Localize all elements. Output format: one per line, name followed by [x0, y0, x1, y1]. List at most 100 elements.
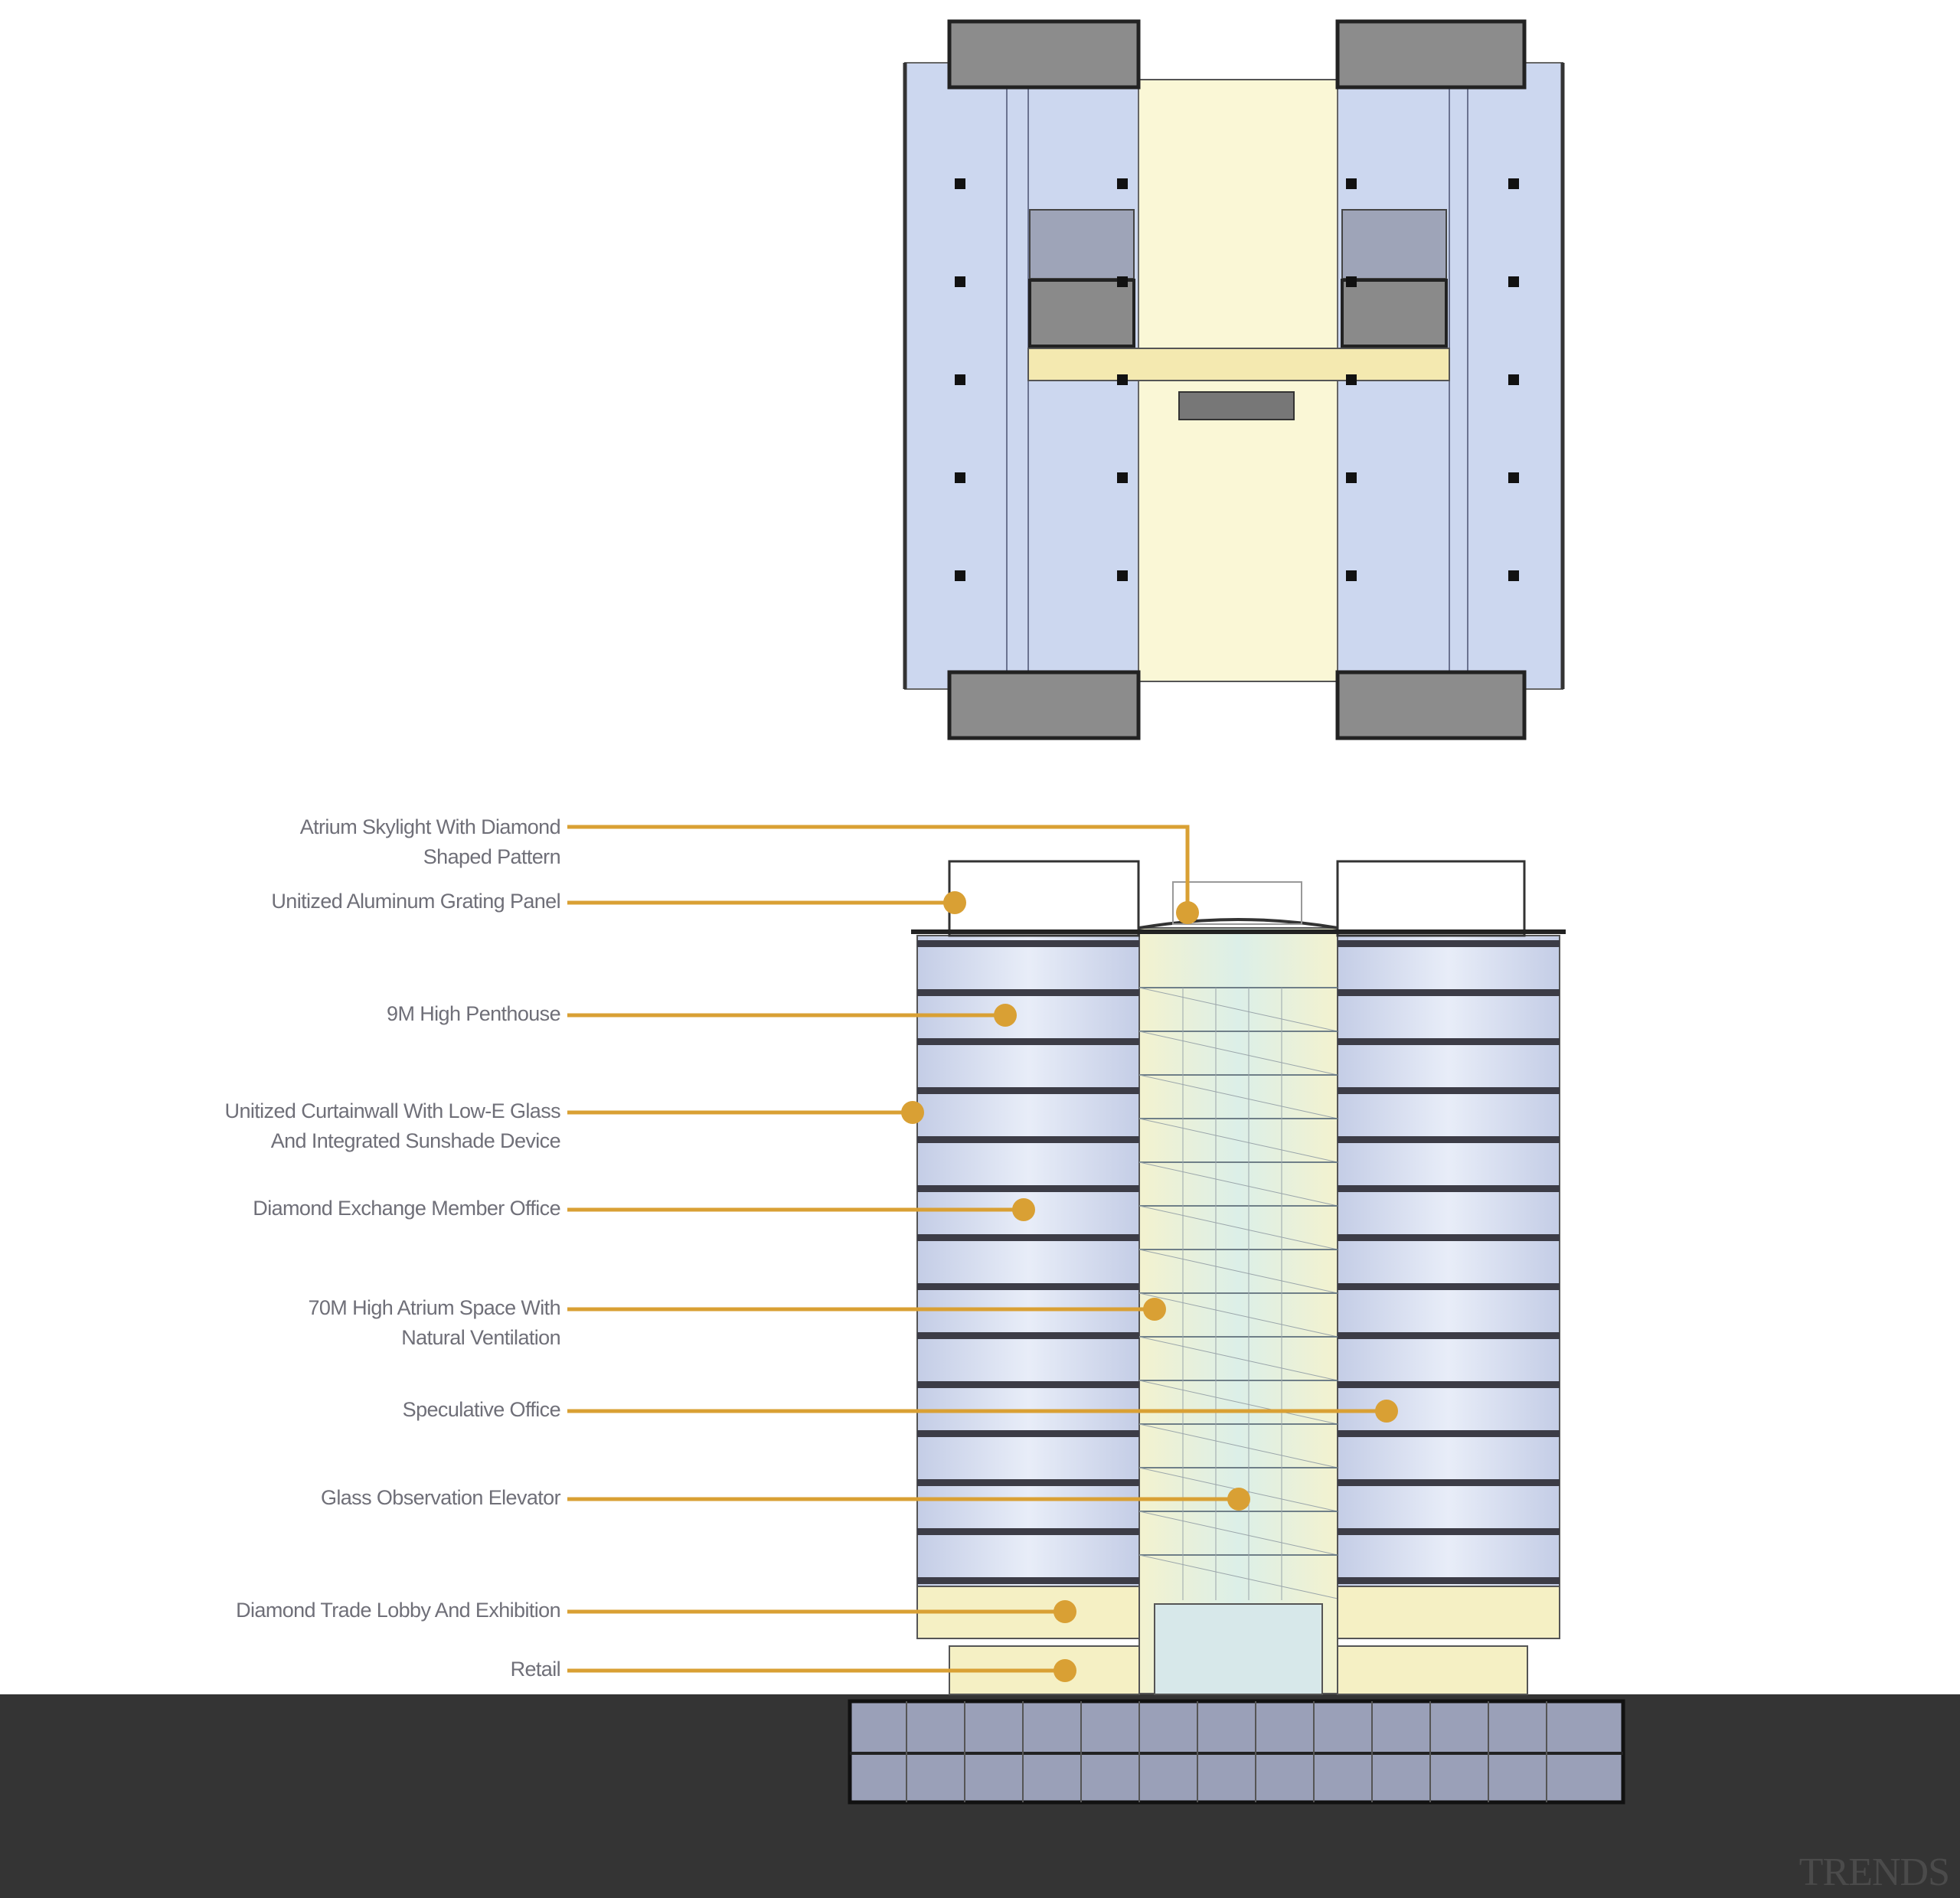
plan-core-tl: [947, 19, 1141, 90]
plan-column: [955, 472, 965, 483]
penthouse-left: [948, 860, 1140, 937]
atrium-brace: [1138, 1249, 1338, 1294]
atrium-brace: [1138, 1031, 1338, 1076]
callout-label-8: Diamond Trade Lobby And Exhibition: [236, 1599, 560, 1622]
floor-slab-left: [917, 940, 1139, 947]
parking-bays: [906, 1701, 1547, 1802]
floor-slab-left: [917, 1528, 1139, 1535]
plan-column: [1117, 570, 1128, 581]
plan-column: [1117, 178, 1128, 189]
atrium-brace: [1138, 1554, 1338, 1599]
callout-dot: [1012, 1198, 1035, 1221]
plan-column: [1117, 472, 1128, 483]
plan-column: [1508, 472, 1519, 483]
plan-stair-left: [1028, 279, 1135, 348]
floor-slab-left: [917, 1185, 1139, 1192]
plan-column: [1117, 374, 1128, 385]
atrium-brace: [1138, 1118, 1338, 1163]
exhibition-hall: [1154, 1603, 1323, 1695]
plan-column: [955, 374, 965, 385]
callout-label-9: Retail: [510, 1658, 561, 1681]
plan-column: [955, 178, 965, 189]
atrium-brace: [1138, 987, 1338, 1032]
callout-label-4: Diamond Exchange Member Office: [253, 1197, 560, 1220]
plan-core-tr: [1335, 19, 1527, 90]
lobby-right: [1337, 1586, 1560, 1639]
atrium-brace: [1138, 1380, 1338, 1425]
callout-dot: [1176, 901, 1199, 924]
callout-label-6: Speculative Office: [402, 1398, 561, 1421]
floor-slab-right: [1338, 1430, 1560, 1437]
plan-column: [955, 570, 965, 581]
plan-columns: [955, 178, 1519, 581]
floor-slab-right: [1338, 1528, 1560, 1535]
atrium-brace: [1138, 1074, 1338, 1119]
plan-column: [1508, 374, 1519, 385]
floor-slab-right: [1338, 1038, 1560, 1045]
floor-slabs: [917, 940, 1560, 1584]
plan-stair-right: [1341, 279, 1448, 348]
plan-core-bl: [947, 670, 1141, 740]
callout-dot: [1227, 1488, 1250, 1511]
floor-slab-right: [1338, 989, 1560, 996]
floor-slab-left: [917, 1234, 1139, 1241]
callout-lines: [567, 825, 1398, 1682]
plan-column: [1508, 276, 1519, 287]
floor-slab-right: [1338, 1479, 1560, 1486]
plan-column: [1508, 570, 1519, 581]
floor-slab-right: [1338, 1185, 1560, 1192]
right-office-block: [1337, 935, 1560, 1595]
atrium-brace: [1138, 1205, 1338, 1250]
floor-slab-right: [1338, 1087, 1560, 1094]
floor-slab-right: [1338, 1381, 1560, 1388]
callout-dot: [901, 1101, 924, 1124]
callout-dot: [1054, 1600, 1076, 1623]
callout-dot: [994, 1004, 1017, 1027]
floor-slab-left: [917, 1038, 1139, 1045]
floor-slab-right: [1338, 940, 1560, 947]
callout-leader: [567, 825, 1190, 913]
building-section: [0, 860, 1960, 1898]
floor-slab-left: [917, 1332, 1139, 1339]
callout-label-7: Glass Observation Elevator: [320, 1486, 561, 1509]
callout-label-2: 9M High Penthouse: [387, 1002, 561, 1025]
floor-slab-left: [917, 1136, 1139, 1143]
atrium-section: [1138, 927, 1338, 1694]
floor-slab-left: [917, 1577, 1139, 1584]
plan-column: [1508, 178, 1519, 189]
callout-label-1: Unitized Aluminum Grating Panel: [271, 890, 560, 913]
floor-slab-left: [917, 1430, 1139, 1437]
callout-dot: [943, 891, 966, 914]
plan-column: [1346, 570, 1357, 581]
floor-slab-left: [917, 1283, 1139, 1290]
plan-column: [955, 276, 965, 287]
floor-slab-left: [917, 1479, 1139, 1486]
floor-plan: [903, 19, 1565, 740]
plan-restroom-left: [1029, 209, 1135, 279]
skylight: [1138, 918, 1338, 929]
plan-core-br: [1335, 670, 1527, 740]
floor-slab-right: [1338, 1234, 1560, 1241]
watermark: TRENDS: [1798, 1851, 1950, 1894]
plan-column: [1346, 276, 1357, 287]
plan-restroom-right: [1341, 209, 1447, 279]
plan-column: [1117, 276, 1128, 287]
floor-slab-left: [917, 1087, 1139, 1094]
callout-dot: [1375, 1400, 1398, 1423]
floor-slab-right: [1338, 1332, 1560, 1339]
floor-slab-left: [917, 989, 1139, 996]
atrium-brace: [1138, 1423, 1338, 1468]
plan-corridor: [1027, 348, 1450, 381]
atrium-brace: [1138, 1336, 1338, 1381]
atrium-brace: [1138, 1292, 1338, 1338]
callout-dot: [1143, 1298, 1166, 1321]
callout-dot: [1054, 1659, 1076, 1682]
penthouse-right: [1336, 860, 1526, 937]
plan-column: [1346, 374, 1357, 385]
floor-slab-left: [917, 1381, 1139, 1388]
plan-column: [1346, 178, 1357, 189]
